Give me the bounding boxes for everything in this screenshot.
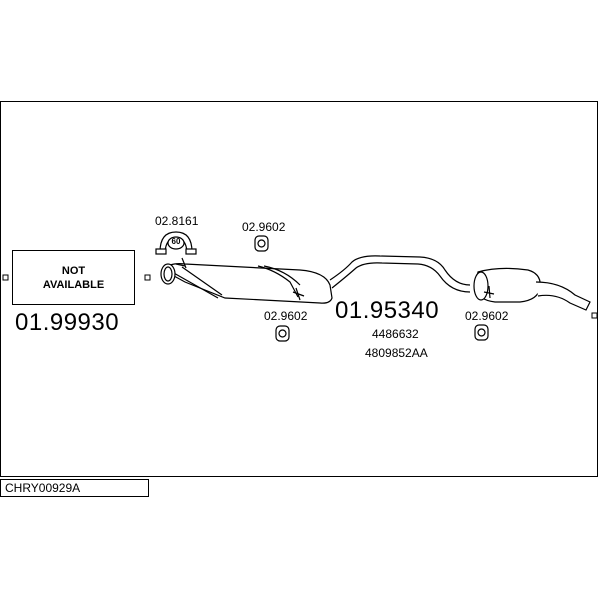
status-line-2: AVAILABLE <box>42 278 105 291</box>
oem-number: 4809852AA <box>365 346 428 360</box>
hanger-icon <box>275 325 290 342</box>
hanger-icon <box>474 324 489 341</box>
left-part-number[interactable]: 01.99930 <box>15 309 120 336</box>
hanger-part-number[interactable]: 02.9602 <box>264 309 308 323</box>
hanger-part-number[interactable]: 02.9602 <box>242 220 286 234</box>
rear-muffler <box>473 267 591 311</box>
clamp-icon <box>155 231 197 255</box>
diagram-code-box: CHRY00929A <box>0 479 149 497</box>
clamp-size-label: 60 <box>171 237 181 246</box>
hanger-icon <box>254 235 269 252</box>
main-part-number[interactable]: 01.95340 <box>335 297 440 324</box>
front-muffler <box>160 257 333 304</box>
connector-right <box>591 312 598 319</box>
diagram-code: CHRY00929A <box>5 481 81 495</box>
clamp-part-number[interactable]: 02.8161 <box>155 214 199 228</box>
oem-number: 4486632 <box>372 327 419 341</box>
diagram-frame <box>0 101 598 477</box>
connector-left <box>2 274 9 281</box>
not-available-box: NOT AVAILABLE <box>12 250 135 305</box>
hanger-part-number[interactable]: 02.9602 <box>465 309 509 323</box>
middle-pipe <box>329 255 471 293</box>
status-line-1: NOT <box>61 264 86 277</box>
connector-mid <box>144 274 151 281</box>
